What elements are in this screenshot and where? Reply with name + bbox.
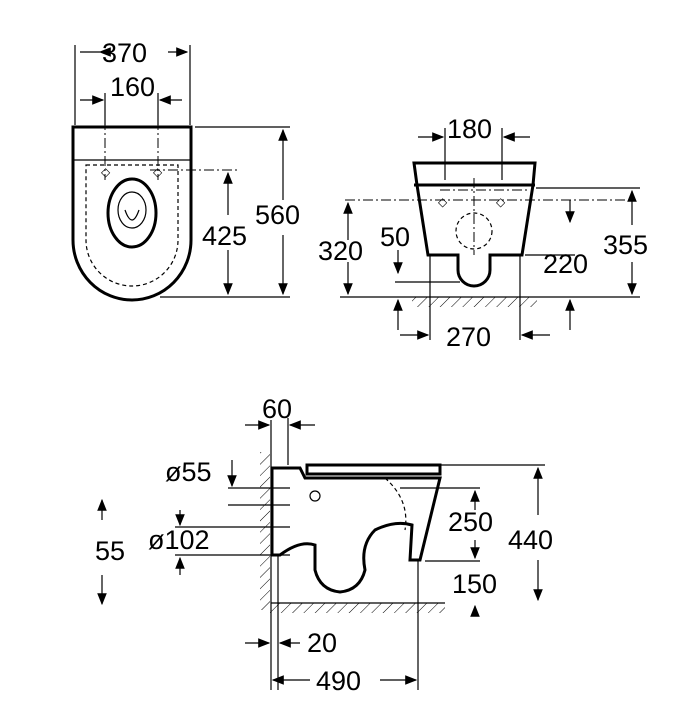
svg-text:◇: ◇	[438, 195, 448, 209]
dim-60: 60	[262, 394, 292, 424]
top-view: ◇ ◇ 370 160 425 560	[71, 38, 300, 302]
dim-ø55: ø55	[165, 457, 212, 487]
dim-270: 270	[446, 322, 491, 352]
dim-490: 490	[316, 666, 361, 696]
dim-440: 440	[508, 525, 553, 555]
dim-355: 355	[603, 230, 648, 260]
dim-20: 20	[307, 628, 337, 658]
front-view: ◇ ◇ 180 320 50 220 355 270	[318, 114, 648, 352]
dim-50: 50	[380, 222, 410, 252]
toilet-outline-front	[412, 161, 537, 288]
dim-250: 250	[448, 507, 493, 537]
svg-text:◇: ◇	[153, 165, 163, 179]
side-view: 60 ø55 ø102 55 250 440 150 20 490	[95, 394, 553, 696]
dim-425: 425	[202, 221, 247, 251]
dim-ø102: ø102	[148, 525, 210, 555]
dim-320: 320	[318, 236, 363, 266]
svg-text:◇: ◇	[496, 195, 506, 209]
dim-55: 55	[95, 536, 125, 566]
toilet-outline-side	[270, 466, 442, 594]
dim-150: 150	[452, 569, 497, 599]
dim-180: 180	[447, 114, 492, 144]
dim-160: 160	[110, 72, 155, 102]
dim-560: 560	[255, 200, 300, 230]
svg-text:◇: ◇	[101, 165, 111, 179]
dim-370: 370	[102, 38, 147, 68]
dim-220: 220	[543, 249, 588, 279]
